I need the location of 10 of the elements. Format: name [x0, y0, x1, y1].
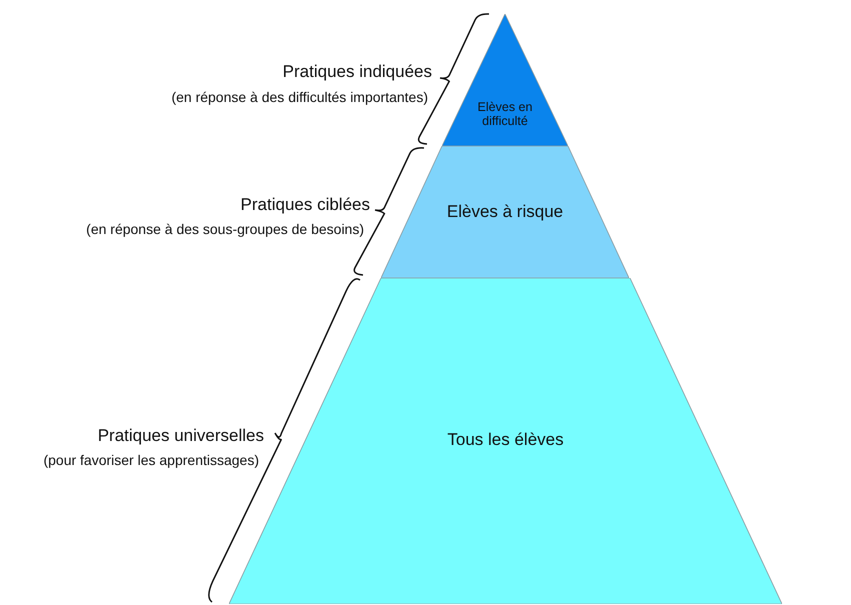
practice-heading: Pratiques ciblées	[240, 195, 370, 215]
tier-label: Tous les élèves	[446, 430, 565, 450]
practice-heading: Pratiques indiquées	[282, 62, 432, 82]
pyramid-top-tier	[442, 14, 568, 146]
practice-description: (en réponse à des difficultés importantes)	[171, 89, 428, 105]
tier-label: Elèves à risque	[446, 202, 564, 222]
practice-heading: Pratiques universelles	[98, 426, 264, 446]
practice-description: (en réponse à des sous-groupes de besoins)	[86, 221, 364, 237]
tier-label: Elèves en difficulté	[476, 100, 534, 128]
practice-description: (pour favoriser les apprentissages)	[43, 452, 259, 468]
